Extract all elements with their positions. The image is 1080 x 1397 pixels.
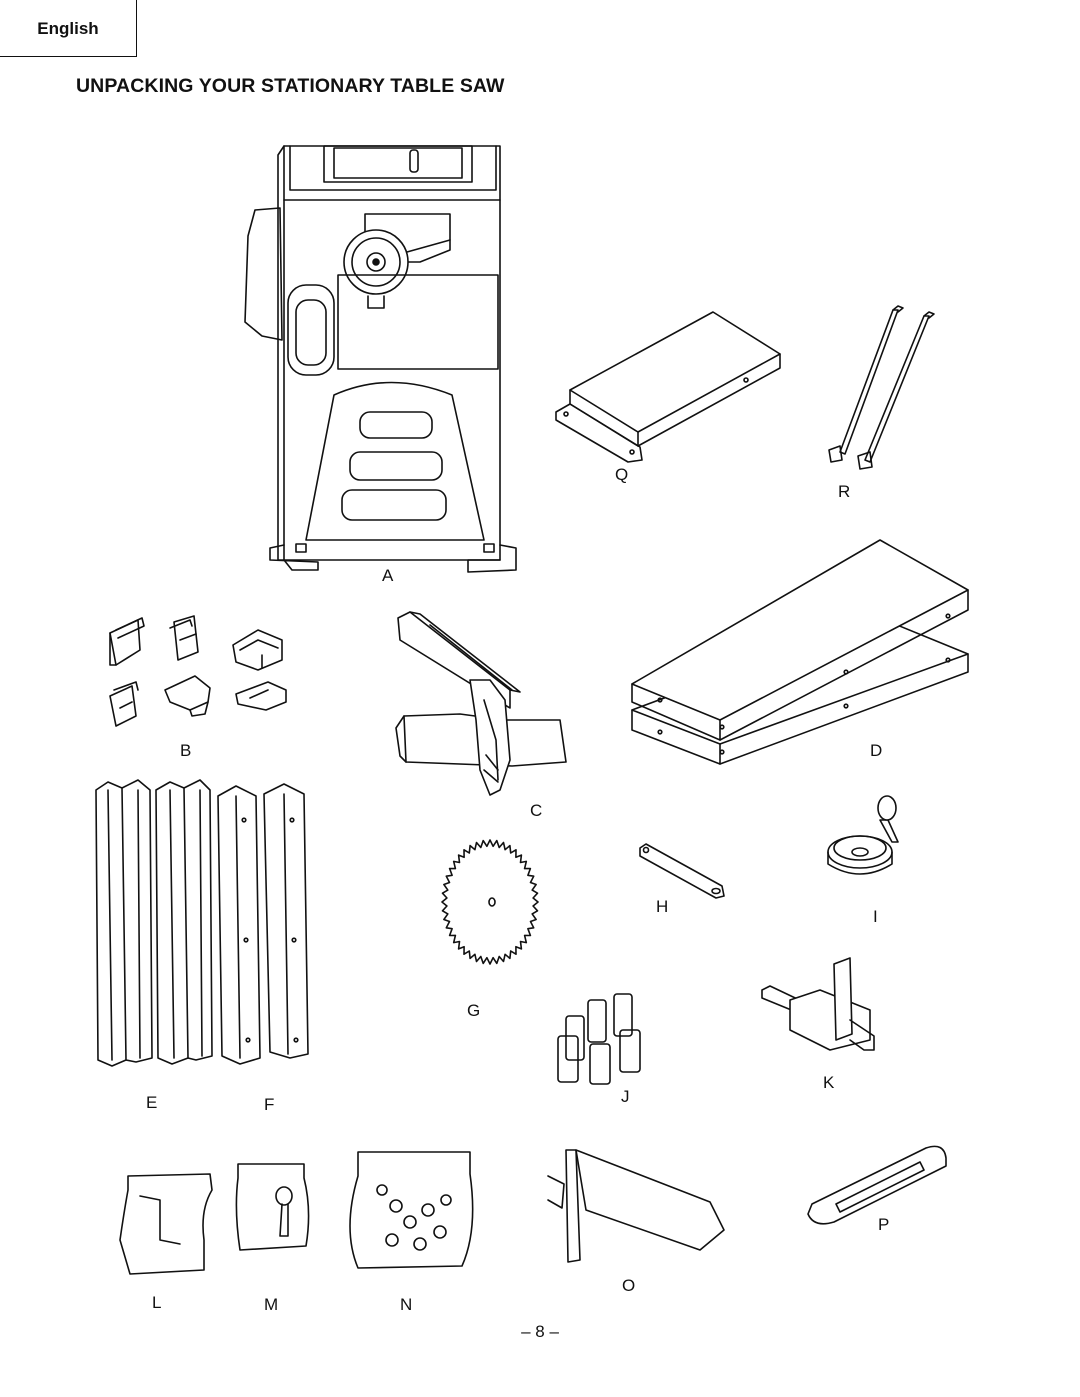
part-label-i: I xyxy=(873,907,878,926)
part-label-g: G xyxy=(467,1001,481,1020)
part-l-hardware-bag xyxy=(120,1174,212,1274)
part-label-r: R xyxy=(838,482,851,501)
part-label-d: D xyxy=(870,741,883,760)
page-title: UNPACKING YOUR STATIONARY TABLE SAW xyxy=(76,75,505,97)
part-p-throat-plate xyxy=(808,1146,946,1223)
part-n-hardware-bag xyxy=(350,1152,473,1268)
part-m-hardware-bag xyxy=(236,1164,308,1250)
part-h-wrench xyxy=(640,844,724,898)
part-q-extension-wing xyxy=(556,312,780,462)
part-label-o: O xyxy=(622,1276,636,1295)
part-i-handwheel xyxy=(828,796,898,874)
part-b-brackets xyxy=(110,616,286,726)
part-a-saw-cabinet xyxy=(245,146,516,572)
part-label-l: L xyxy=(152,1293,162,1312)
part-j-shims xyxy=(558,994,640,1084)
page-number: – 8 – xyxy=(521,1322,559,1341)
part-c-rip-fence xyxy=(396,612,566,795)
language-label: English xyxy=(37,19,99,38)
part-label-n: N xyxy=(400,1295,413,1314)
part-label-b: B xyxy=(180,741,192,760)
part-label-p: P xyxy=(878,1215,890,1234)
part-label-a: A xyxy=(382,566,394,585)
part-label-c: C xyxy=(530,801,543,820)
part-label-f: F xyxy=(264,1095,275,1114)
part-label-j: J xyxy=(621,1087,630,1106)
part-label-q: Q xyxy=(615,465,629,484)
part-label-k: K xyxy=(823,1073,835,1092)
part-label-m: M xyxy=(264,1295,279,1314)
language-tab: English xyxy=(0,0,137,57)
part-k-miter-gauge xyxy=(762,958,874,1050)
part-label-e: E xyxy=(146,1093,158,1112)
part-g-saw-blade xyxy=(442,840,538,964)
part-o-blade-guard xyxy=(548,1150,724,1262)
part-f-legs xyxy=(218,784,308,1064)
part-label-h: H xyxy=(656,897,669,916)
part-d-table-wings xyxy=(632,540,968,764)
part-r-rails xyxy=(829,306,934,469)
part-e-legs xyxy=(96,780,212,1066)
